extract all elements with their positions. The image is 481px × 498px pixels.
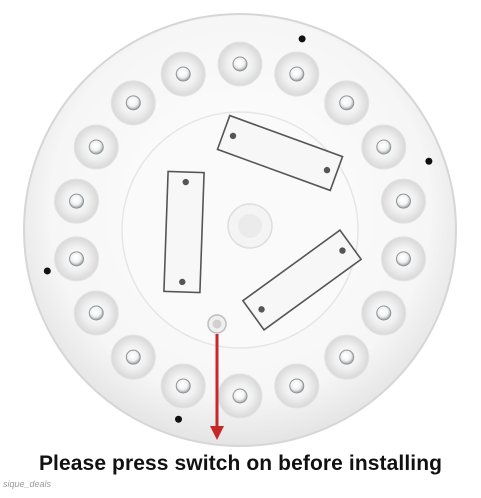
battery-cover	[163, 170, 205, 294]
led-bulb-icon	[54, 178, 100, 224]
led-bulb-icon	[361, 124, 407, 170]
led-bulb-icon	[361, 290, 407, 336]
led-bulb-icon	[110, 80, 156, 126]
battery-cover	[216, 114, 344, 192]
mount-hole	[175, 415, 183, 423]
power-switch-icon	[207, 314, 227, 334]
led-bulb-icon	[160, 363, 206, 409]
led-bulb-icon	[217, 373, 263, 419]
red-down-arrow-icon	[210, 334, 224, 440]
mount-hole	[298, 35, 306, 43]
led-bulb-icon	[73, 290, 119, 336]
led-bulb-icon	[274, 51, 320, 97]
led-bulb-icon	[160, 51, 206, 97]
battery-covers	[163, 114, 363, 331]
battery-cover	[241, 229, 363, 331]
led-bulb-icon	[54, 236, 100, 282]
seller-watermark: sique_deals	[3, 479, 52, 489]
led-bulb-icon	[380, 236, 426, 282]
mount-hole	[425, 157, 433, 165]
led-bulb-icon	[274, 363, 320, 409]
led-bulb-icon	[324, 80, 370, 126]
led-bulb-icon	[73, 124, 119, 170]
led-bulb-icon	[110, 334, 156, 380]
led-bulb-icon	[380, 178, 426, 224]
led-ring	[54, 41, 426, 419]
install-instruction-caption: Please press switch on before installing	[38, 452, 443, 475]
led-bulb-icon	[324, 334, 370, 380]
mount-hole	[43, 267, 51, 275]
mount-holes	[43, 35, 433, 423]
led-bulb-icon	[217, 41, 263, 87]
